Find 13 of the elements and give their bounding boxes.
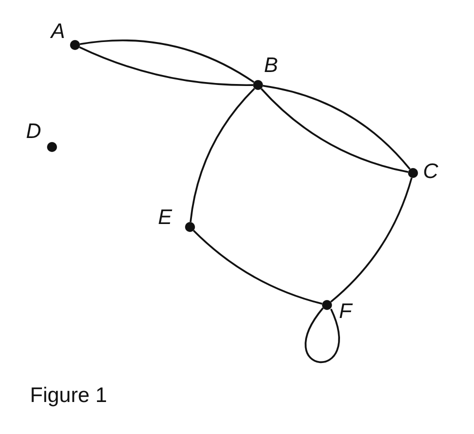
edge-line	[192, 230, 322, 305]
vertex-label: E	[158, 207, 172, 229]
edge-line	[304, 307, 340, 363]
edge-line	[330, 178, 413, 303]
edge-line	[80, 40, 254, 83]
vertex-label: B	[264, 55, 278, 77]
vertex-label: C	[423, 161, 438, 183]
figure-caption: Figure 1	[30, 384, 108, 408]
vertex-label: A	[51, 21, 66, 43]
edge-line	[79, 46, 253, 86]
vertex-label: D	[26, 121, 42, 143]
edge-line	[190, 88, 256, 222]
vertex-label: F	[339, 301, 352, 323]
